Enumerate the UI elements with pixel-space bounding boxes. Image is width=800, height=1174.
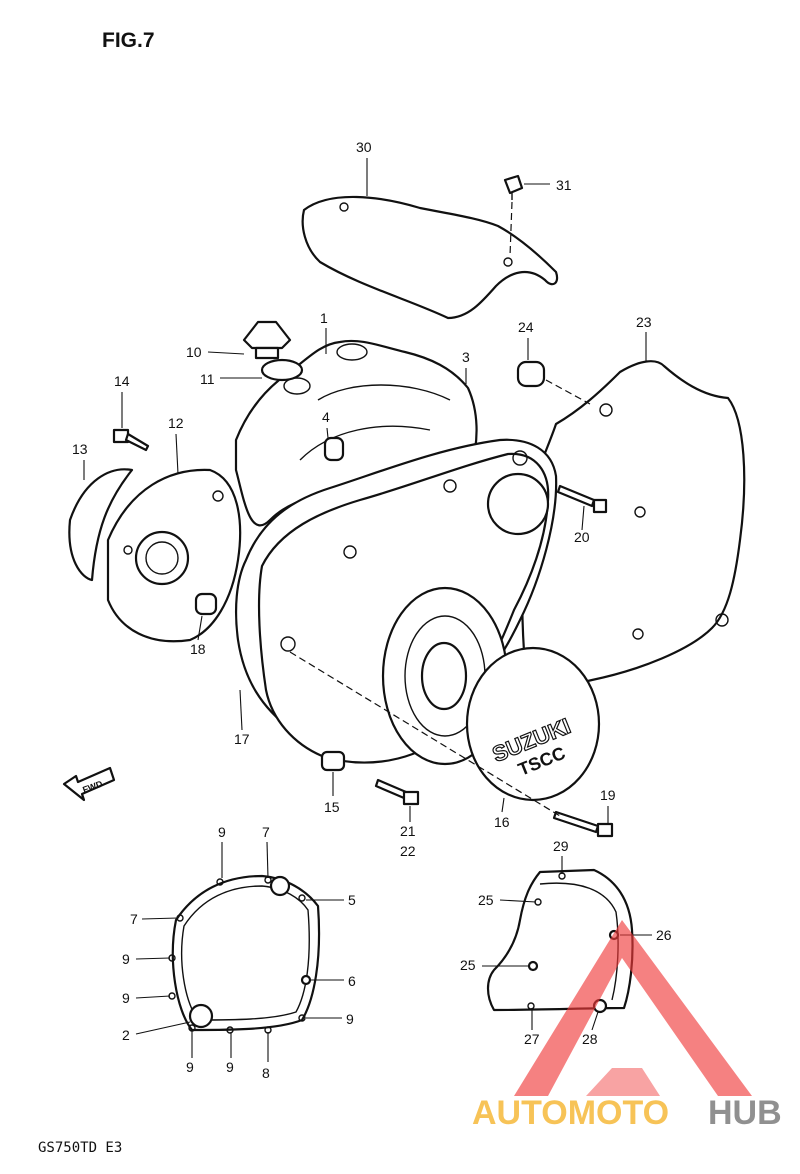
callout-26: 26 bbox=[656, 927, 672, 943]
part-20-bolt bbox=[556, 484, 608, 514]
gasket-callout-6: 6 bbox=[348, 973, 356, 989]
part-18-dowel bbox=[194, 592, 218, 616]
gasket-callout-9-top: 9 bbox=[218, 824, 226, 840]
callout-12: 12 bbox=[168, 415, 184, 431]
callout-30: 30 bbox=[356, 139, 372, 155]
part-16-emblem: SUZUKI TSCC bbox=[465, 646, 601, 802]
fwd-arrow: FWD bbox=[62, 766, 116, 802]
lower-left-gasket-detail bbox=[168, 874, 321, 1034]
part-12-inner-cover bbox=[106, 468, 242, 643]
callout-27: 27 bbox=[524, 1031, 540, 1047]
callout-16: 16 bbox=[494, 814, 510, 830]
callouts: 30 31 1 10 11 3 24 23 14 4 12 13 20 18 1… bbox=[72, 139, 672, 1081]
gasket-callout-5: 5 bbox=[348, 892, 356, 908]
triangle-a-logo bbox=[514, 920, 752, 1096]
part-24-dowel bbox=[516, 360, 591, 405]
callout-21: 21 bbox=[400, 823, 416, 839]
callout-10: 10 bbox=[186, 344, 202, 360]
callout-22: 22 bbox=[400, 843, 416, 859]
watermark: AUTOMOTO HUB bbox=[472, 920, 782, 1132]
part-31-screw bbox=[503, 174, 524, 257]
callout-23: 23 bbox=[636, 314, 652, 330]
part-15-dowel bbox=[320, 750, 346, 772]
callout-3: 3 bbox=[462, 349, 470, 365]
part-23-right-cover bbox=[521, 360, 746, 712]
gasket-callout-2: 2 bbox=[122, 1027, 130, 1043]
callout-20: 20 bbox=[574, 529, 590, 545]
callout-25-top: 25 bbox=[478, 892, 494, 908]
callout-31: 31 bbox=[556, 177, 572, 193]
figure-title: FIG.7 bbox=[102, 29, 155, 52]
gasket-callout-9-right: 9 bbox=[346, 1011, 354, 1027]
callout-18: 18 bbox=[190, 641, 206, 657]
callout-24: 24 bbox=[518, 319, 534, 335]
part-4-dowel bbox=[323, 436, 345, 462]
callout-15: 15 bbox=[324, 799, 340, 815]
part-14-bolt bbox=[112, 428, 150, 452]
callout-14: 14 bbox=[114, 373, 130, 389]
gasket-callout-9-left-a: 9 bbox=[122, 951, 130, 967]
model-code: GS750TD E3 bbox=[38, 1140, 122, 1156]
arrow-left-icon bbox=[62, 766, 116, 802]
callout-11: 11 bbox=[200, 371, 215, 387]
callout-17: 17 bbox=[234, 731, 250, 747]
part-19-bolt bbox=[552, 810, 614, 838]
part-13-gasket bbox=[68, 468, 134, 582]
gasket-callout-7-top: 7 bbox=[262, 824, 270, 840]
callout-1: 1 bbox=[320, 310, 328, 326]
callout-4: 4 bbox=[322, 409, 330, 425]
callout-13: 13 bbox=[72, 441, 88, 457]
callout-29: 29 bbox=[553, 838, 569, 854]
callout-28: 28 bbox=[582, 1031, 598, 1047]
gasket-callout-9-bottom-b: 9 bbox=[226, 1059, 234, 1075]
part-10-oil-cap bbox=[242, 320, 292, 360]
part-11-o-ring bbox=[260, 358, 304, 382]
alignment-line bbox=[289, 651, 561, 817]
gasket-callout-9-bottom-a: 9 bbox=[186, 1059, 194, 1075]
watermark-text-automoto: AUTOMOTO bbox=[472, 1094, 669, 1132]
gasket-callout-9-left-b: 9 bbox=[122, 990, 130, 1006]
callout-25-bottom: 25 bbox=[460, 957, 476, 973]
watermark-text-hub: HUB bbox=[708, 1094, 782, 1132]
gasket-callout-7-left: 7 bbox=[130, 911, 138, 927]
callout-19: 19 bbox=[600, 787, 616, 803]
gasket-callout-8: 8 bbox=[262, 1065, 270, 1081]
part-30-cover-plate bbox=[301, 195, 559, 320]
part-21-bolt bbox=[374, 778, 420, 806]
